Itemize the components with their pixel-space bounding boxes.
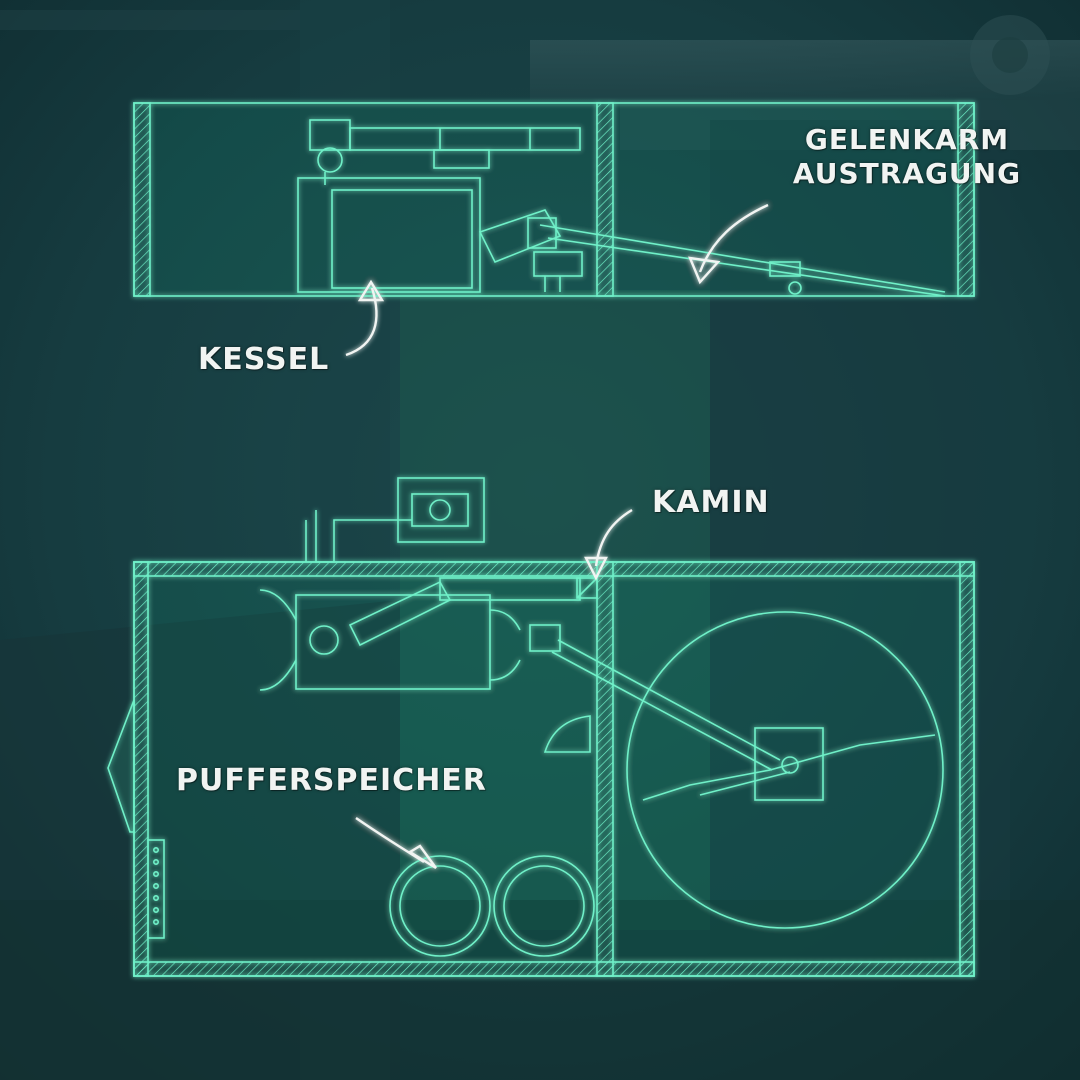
arrow-to-kamin-icon [584, 508, 633, 581]
kessel-label: KESSEL [198, 342, 330, 377]
chimney [576, 577, 598, 599]
boiler-elevation [297, 177, 481, 293]
pufferspeicher-label: PUFFERSPEICHER [176, 763, 487, 798]
floor-plan-view [107, 477, 975, 977]
side-elevation-view [133, 102, 975, 297]
boiler-plan [295, 594, 491, 690]
austragung-text: AUSTRAGUNG [792, 157, 1022, 190]
gelenkarm-austragung-label: GELENKARM AUSTRAGUNG [787, 126, 1027, 188]
arrow-to-kessel-icon [345, 279, 385, 357]
gelenkarm-text: GELENKARM [804, 123, 1010, 156]
arrow-to-pufferspeicher-icon [355, 817, 437, 870]
buffer-tanks [389, 855, 595, 957]
arrow-to-austragung-icon [688, 203, 769, 285]
kamin-label: KAMIN [652, 485, 770, 520]
storage-silo [626, 611, 944, 929]
